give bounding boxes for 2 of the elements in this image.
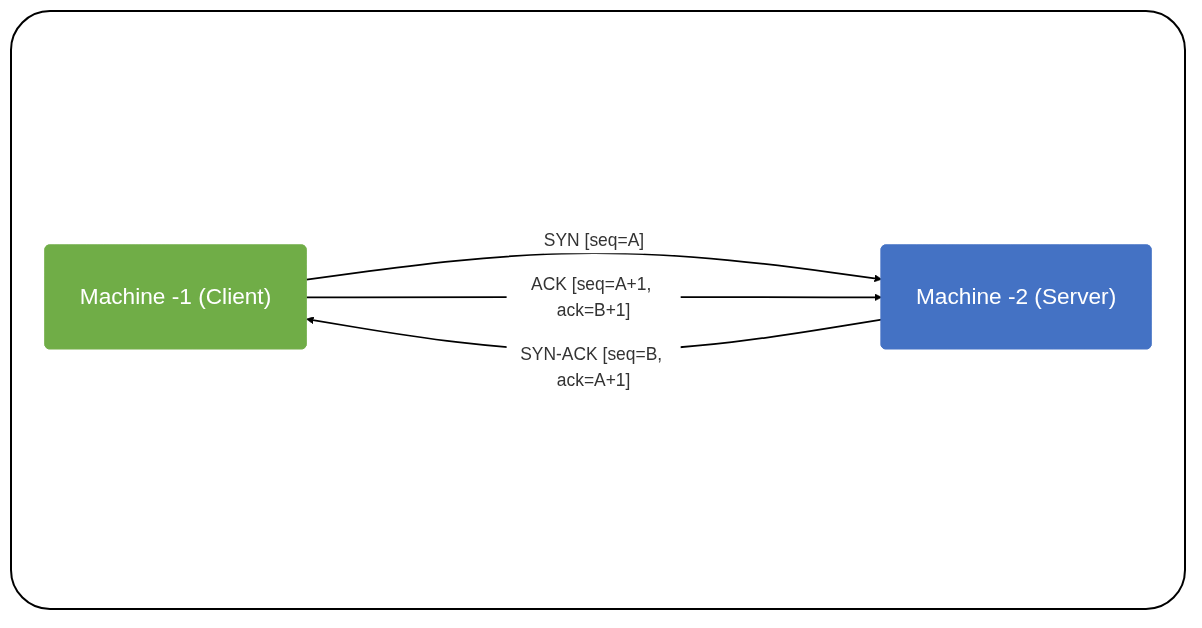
diagram-frame: SYN [seq=A] ACK [seq=A+1, ack=B+1] SYN-ACK [seq=B, ack=A+1] Machine -1 (Client) Machine -2 (Server) (10, 10, 1186, 610)
arrow (305, 252, 882, 283)
